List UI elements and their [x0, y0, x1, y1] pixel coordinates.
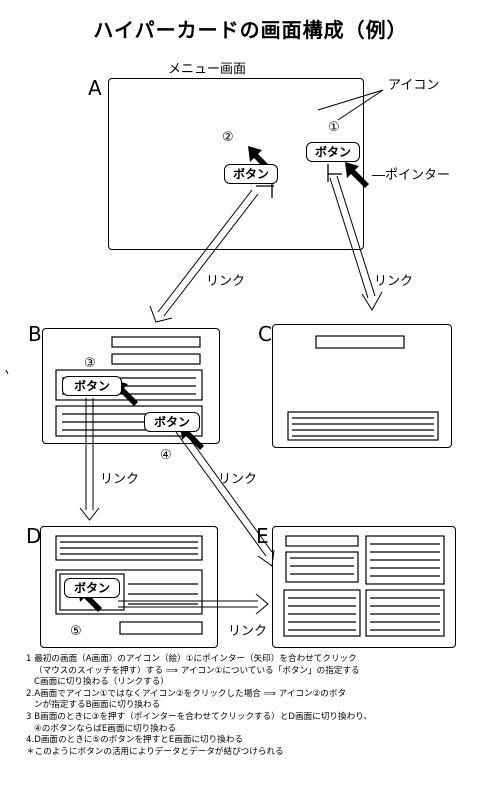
link-arrow-b-to-d	[79, 398, 100, 521]
pointer-arrow-a-1	[345, 162, 369, 188]
link-arrow-a-to-b	[149, 189, 259, 323]
link-label-b-d: リンク	[100, 472, 140, 487]
note-line-3: C画面に切り換わる（リンクする）	[34, 677, 169, 688]
screen-c-frame	[272, 324, 452, 448]
note-line-2: （マウスのスイッチを押す）する ⟹ アイコン①についている「ボタン」の指定する	[34, 665, 360, 676]
link-label-a-b: リンク	[206, 274, 246, 289]
note-line-5: ンが指定するB画面に切り換わる	[34, 700, 161, 711]
screen-e-content	[283, 535, 445, 637]
link-arrow-a-to-c	[329, 175, 383, 311]
marker-5: ⑤	[70, 624, 82, 639]
note-line-1: 1 最初の画面（A画面）のアイコン（絵）①にポインター（矢印）を合わせてクリック	[26, 654, 357, 664]
note-line-6: 3 B画面のときに③を押す（ポインターを合わせてクリックする）とD画面に切り換わ…	[26, 711, 373, 722]
panel-letter-e: E	[256, 524, 269, 548]
marker-2: ②	[222, 130, 234, 145]
screen-d-content	[55, 535, 203, 635]
note-line-4: 2.A画面でアイコン①ではなくアイコン②をクリックした場合 ⟹ アイコン②のボタ	[26, 688, 347, 699]
panel-letter-d: D	[26, 524, 42, 548]
link-arrow-b-to-e	[175, 427, 275, 567]
icon-callout-lines	[317, 89, 384, 121]
icon-label: アイコン	[388, 78, 440, 93]
stray-mark	[5, 369, 9, 375]
panel-letter-a: A	[88, 76, 102, 100]
marker-3: ③	[84, 356, 96, 371]
link-label-a-c: リンク	[374, 274, 414, 289]
panel-letter-c: C	[258, 322, 272, 346]
screen-b-content	[55, 336, 203, 437]
button-b-4[interactable]: ボタン	[144, 412, 200, 432]
link-label-b-e: リンク	[218, 472, 258, 487]
button-1-shadow	[327, 164, 342, 182]
panel-letter-b: B	[28, 322, 42, 346]
marker-4: ④	[160, 448, 172, 463]
link-arrow-d-to-e	[118, 593, 269, 615]
link-label-d-e: リンク	[228, 624, 268, 639]
button-icon-1[interactable]: ボタン	[306, 142, 360, 162]
explanation-notes: 1 最初の画面（A画面）のアイコン（絵）①にポインター（矢印）を合わせてクリック…	[26, 654, 496, 758]
button-icon-2[interactable]: ボタン	[224, 164, 278, 184]
note-line-9: ＊このようにボタンの活用によりデータとデータが結びつけられる	[26, 746, 284, 757]
note-line-8: 4.D画面のときに⑤のボタンを押すとE画面に切り換わる	[26, 735, 244, 746]
button-d-5[interactable]: ボタン	[64, 578, 120, 598]
menu-screen-label: メニュー画面	[168, 62, 247, 77]
button-b-3[interactable]: ボタン	[62, 376, 122, 396]
screen-c-content	[287, 335, 439, 441]
diagram-title: ハイパーカードの画面構成（例）	[93, 18, 408, 42]
note-line-7: ④のボタンならばE画面に切り換わる	[34, 723, 177, 734]
marker-1: ①	[328, 120, 340, 135]
pointer-label: ―ポインター	[372, 168, 451, 183]
